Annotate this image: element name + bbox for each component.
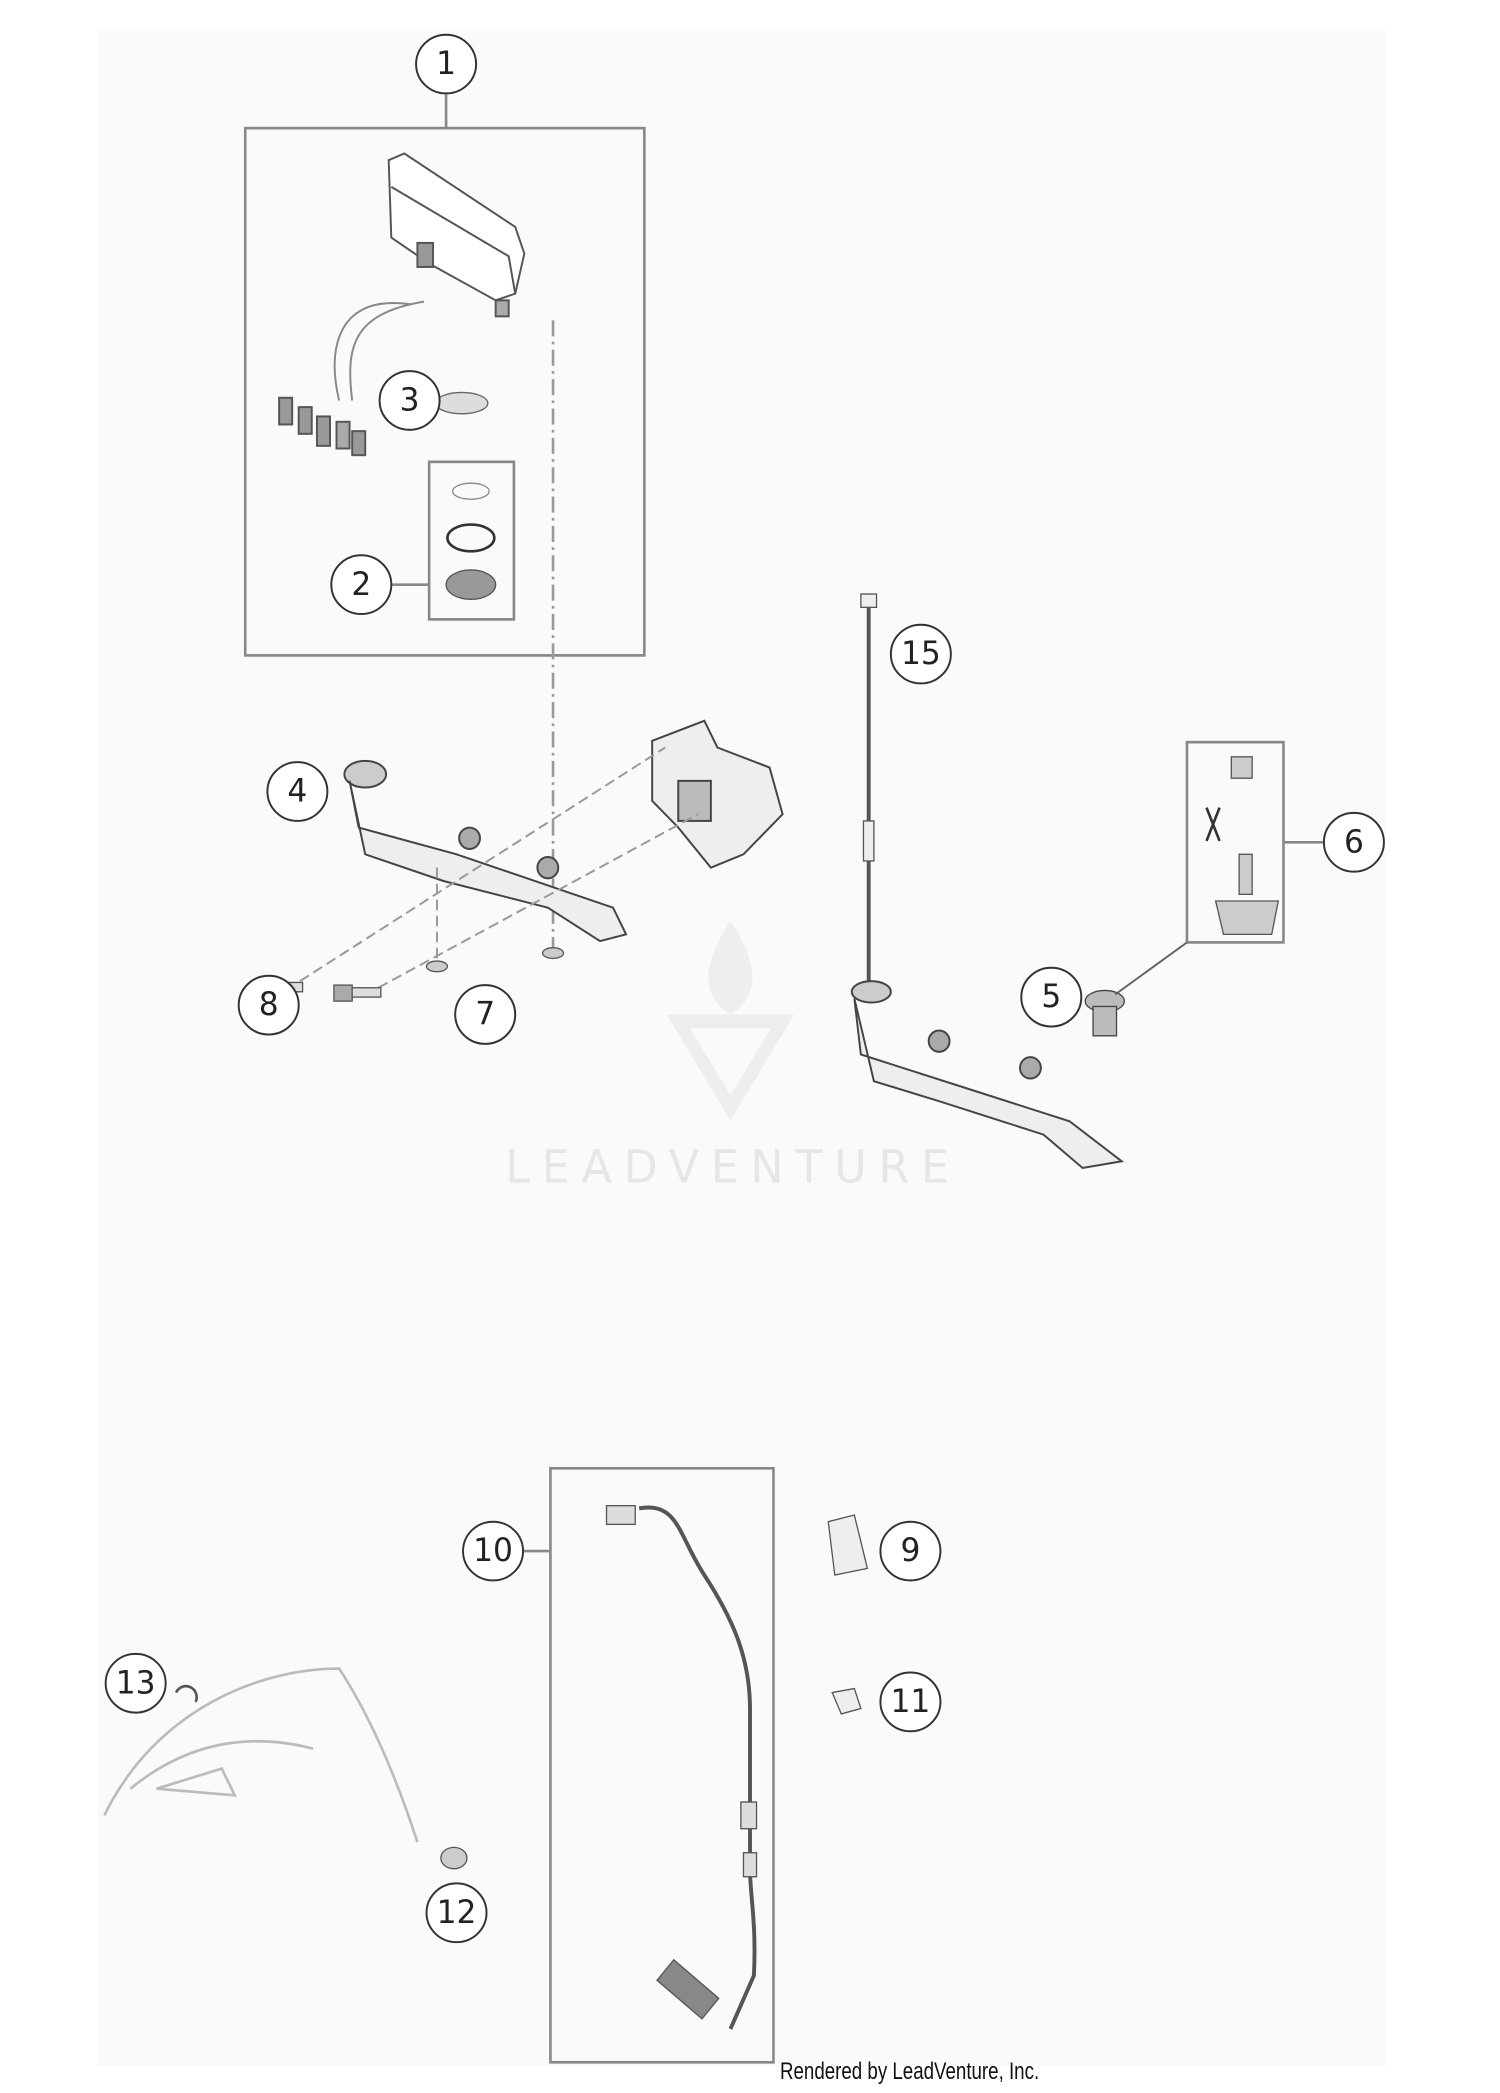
callout-circle xyxy=(1322,811,1385,873)
callout-circle xyxy=(889,623,952,685)
clip-part-9[interactable] xyxy=(827,1514,869,1576)
callout-12[interactable]: 12 xyxy=(425,1882,488,1944)
callout-label: 9 xyxy=(900,1533,920,1569)
callout-label: 13 xyxy=(116,1665,156,1701)
callout-label: 2 xyxy=(351,566,371,602)
callout-label: 10 xyxy=(473,1533,513,1569)
callout-circle xyxy=(378,370,441,431)
cable-part-15[interactable] xyxy=(860,593,878,982)
callout-label: 6 xyxy=(1344,824,1364,860)
callout-3[interactable]: 3 xyxy=(378,370,441,431)
washer-part-3[interactable] xyxy=(435,391,489,415)
clip-part-11[interactable] xyxy=(831,1687,862,1715)
callout-4[interactable]: 4 xyxy=(266,761,329,822)
clamp-assembly-right xyxy=(850,980,1125,1170)
kit-box-2 xyxy=(427,460,516,621)
callout-11[interactable]: 11 xyxy=(879,1671,942,1733)
callout-8[interactable]: 8 xyxy=(237,974,300,1036)
watermark-text: LEADVENTURE xyxy=(505,1140,960,1194)
callout-13[interactable]: 13 xyxy=(104,1652,167,1714)
callout-circle xyxy=(1020,966,1083,1028)
watermark-logo: LEADVENTURE xyxy=(505,921,960,1194)
handlebar-clamp-part-4[interactable] xyxy=(343,719,784,943)
kit-box-10 xyxy=(549,1466,775,2064)
callout-circle xyxy=(462,1520,525,1582)
callout-6[interactable]: 6 xyxy=(1322,811,1385,873)
instrument-cluster-part[interactable] xyxy=(278,152,526,457)
callout-circle xyxy=(879,1671,942,1733)
grommet-part-12[interactable] xyxy=(440,1846,468,1870)
callout-label: 3 xyxy=(400,382,420,418)
clip-part-13[interactable] xyxy=(174,1684,198,1703)
rivet-part-7[interactable] xyxy=(425,947,565,973)
callout-circle xyxy=(415,33,478,95)
callout-circle xyxy=(237,974,300,1036)
diagram-panel xyxy=(97,29,1386,2067)
callout-7[interactable]: 7 xyxy=(454,984,517,1045)
callout-label: 1 xyxy=(436,46,456,82)
callout-5[interactable]: 5 xyxy=(1020,966,1083,1028)
callout-15[interactable]: 15 xyxy=(889,623,952,685)
callout-label: 7 xyxy=(475,996,495,1032)
callout-circle xyxy=(879,1520,942,1582)
callout-label: 8 xyxy=(259,987,279,1023)
callout-2[interactable]: 2 xyxy=(330,554,393,616)
sensor-cable-part-10[interactable] xyxy=(605,1505,758,2030)
callout-label: 12 xyxy=(437,1895,477,1931)
callout-label: 5 xyxy=(1041,979,1061,1015)
callout-label: 15 xyxy=(901,636,941,672)
callout-1[interactable]: 1 xyxy=(415,33,478,95)
render-caption: Rendered by LeadVenture, Inc. xyxy=(780,2058,1040,2085)
bushing-part-5[interactable] xyxy=(1084,989,1125,1037)
callout-label: 11 xyxy=(891,1684,931,1720)
callout-circle xyxy=(104,1652,167,1714)
callout-circle xyxy=(425,1882,488,1944)
callout-10[interactable]: 10 xyxy=(462,1520,525,1582)
callout-9[interactable]: 9 xyxy=(879,1520,942,1582)
callout-circle xyxy=(266,761,329,822)
callout-circle xyxy=(454,984,517,1045)
callout-circle xyxy=(330,554,393,616)
callout-label: 4 xyxy=(287,773,307,809)
frame-outline xyxy=(103,1667,419,1843)
